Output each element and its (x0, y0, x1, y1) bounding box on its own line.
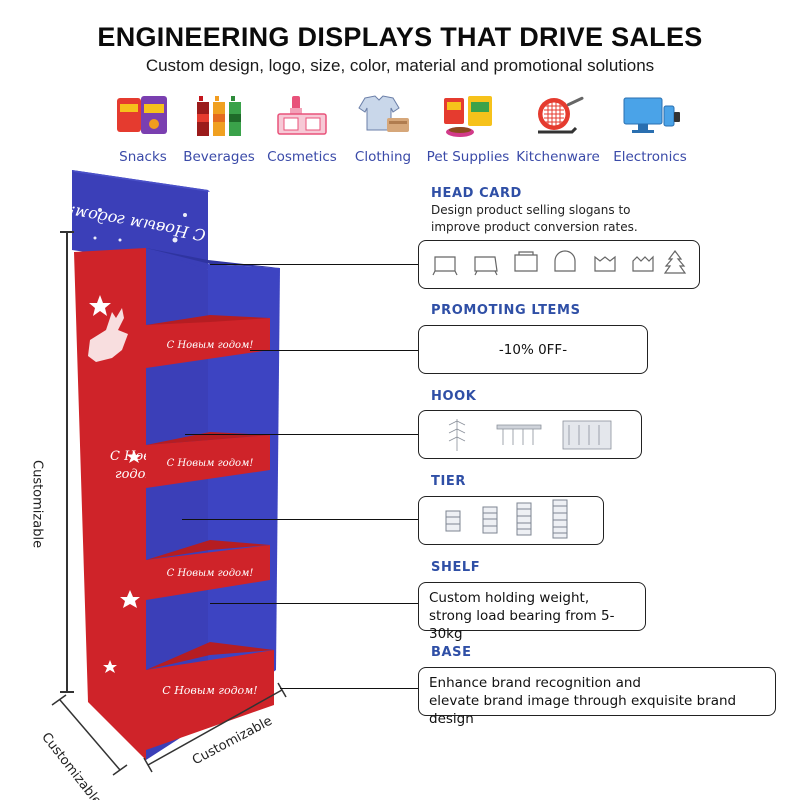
category-label: Snacks (119, 149, 167, 165)
base-leader (280, 688, 418, 689)
cosmetics-icon (277, 96, 327, 135)
hook-box (418, 410, 642, 459)
category-electronics: Electronics (605, 92, 695, 165)
shape-icon-6 (632, 255, 654, 272)
category-label: Electronics (613, 149, 687, 165)
page-subtitle: Custom design, logo, size, color, materi… (145, 56, 655, 75)
head-card-leader (210, 264, 418, 265)
shelf-line2: strong load bearing from 5-30kg (429, 608, 615, 642)
category-label: Kitchenware (516, 149, 600, 165)
category-label: Pet Supplies (426, 149, 510, 165)
base-title: BASE (431, 645, 472, 660)
tier-icon-4 (516, 502, 532, 536)
shelf-line1: Custom holding weight, (429, 590, 590, 606)
base-box: Enhance brand recognition and elevate br… (418, 667, 776, 727)
shape-icon-4 (554, 250, 576, 272)
pet-supplies-icon (444, 96, 492, 137)
hook-image-1 (448, 419, 466, 451)
category-beverages: Beverages (174, 92, 264, 165)
head-card-shapes-box (418, 240, 700, 289)
tier-icon-2 (445, 510, 461, 532)
category-clothing: Clothing (338, 92, 428, 165)
height-dimension-label: Customizable (29, 460, 45, 549)
svg-text:С Новым годом!: С Новым годом! (167, 568, 254, 579)
shape-icon-5 (594, 255, 616, 272)
clothing-icon (358, 95, 409, 132)
category-row: Snacks Beverages Cosmetics (100, 92, 710, 167)
snacks-icon (117, 96, 167, 134)
promoting-leader (250, 350, 418, 351)
electronics-icon (623, 97, 680, 133)
category-label: Beverages (183, 149, 255, 165)
shape-icon-3 (514, 251, 538, 272)
tier-icon-3 (482, 506, 498, 534)
shelf-title: SHELF (431, 560, 481, 575)
height-dimension-cap (60, 691, 74, 693)
height-dimension-cap (60, 231, 74, 233)
svg-text:С Новым годом!: С Новым годом! (162, 684, 257, 697)
beverages-icon (197, 96, 241, 136)
shape-icon-2 (474, 256, 498, 276)
head-card-desc-line2: improve product conversion rates. (431, 220, 638, 234)
shelf-box: Custom holding weight, strong load beari… (418, 582, 646, 642)
head-card-shape-icons (432, 250, 687, 276)
svg-text:С Новым годом!: С Новым годом! (167, 340, 254, 351)
head-card-desc-line1: Design product selling slogans to (431, 203, 631, 217)
tier-title: TIER (431, 474, 466, 489)
tier-box (418, 496, 604, 545)
shape-icon-7 (663, 250, 687, 274)
base-line1: Enhance brand recognition and (429, 675, 641, 691)
category-kitchenware: Kitchenware (513, 92, 603, 165)
promoting-title: PROMOTING LTEMS (431, 303, 581, 318)
category-pet-supplies: Pet Supplies (423, 92, 513, 165)
shelf-leader (210, 603, 418, 604)
category-label: Clothing (354, 149, 412, 165)
hook-image-3 (562, 420, 612, 450)
tier-leader (182, 519, 418, 520)
tier-icons (445, 499, 568, 539)
base-line2: elevate brand image through exquisite br… (429, 693, 737, 727)
hook-image-2 (496, 424, 542, 445)
head-card-title: HEAD CARD (431, 186, 522, 201)
promoting-box: -10% 0FF- (418, 325, 648, 374)
promoting-value: -10% 0FF- (498, 341, 568, 358)
hook-images (448, 419, 612, 451)
hook-title: HOOK (431, 389, 477, 404)
category-label: Cosmetics (267, 149, 337, 165)
category-snacks: Snacks (98, 92, 188, 165)
display-stand-illustration: С Новым годом! С Новым годом! С Новым го… (67, 170, 280, 760)
page-title: ENGINEERING DISPLAYS THAT DRIVE SALES (97, 22, 703, 52)
hook-leader (185, 434, 418, 435)
tier-icon-5 (552, 499, 568, 539)
kitchenware-icon (538, 96, 584, 134)
shape-icon-1 (432, 256, 458, 276)
svg-text:С Новым годом!: С Новым годом! (167, 458, 254, 469)
height-dimension-line (66, 232, 68, 692)
category-cosmetics: Cosmetics (257, 92, 347, 165)
